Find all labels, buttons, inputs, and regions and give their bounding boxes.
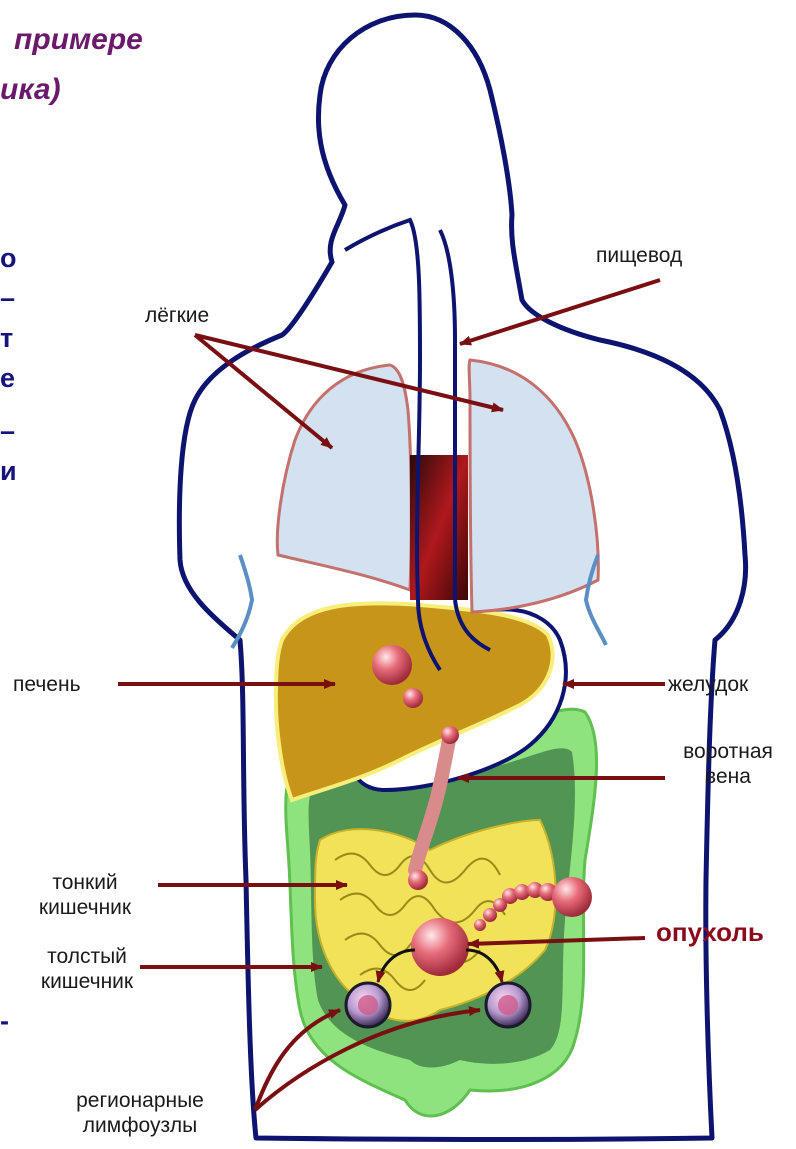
liver-metastasis-1 — [372, 645, 412, 685]
label-small-intestine-line-1: тонкий — [18, 870, 152, 895]
lung-left — [277, 365, 411, 590]
label-portal-vein-line-2: вена — [665, 764, 791, 789]
label-liver: печень — [13, 672, 81, 697]
label-portal-vein-line-1: воротная — [665, 739, 791, 764]
label-esophagus: пищевод — [596, 243, 682, 268]
distant-metastasis — [552, 877, 592, 917]
arrow-esophagus — [460, 280, 660, 344]
label-lymph-nodes-line-1: регионарные — [45, 1088, 235, 1113]
tumor — [411, 918, 469, 976]
label-small-intestine-line-2: кишечник — [18, 895, 152, 920]
label-portal-vein: воротная вена — [665, 739, 791, 789]
lung-right — [469, 360, 598, 612]
label-stomach: желудок — [668, 672, 748, 697]
label-lungs: лёгкие — [145, 303, 209, 328]
label-lymph-nodes: регионарные лимфоузлы — [45, 1088, 235, 1138]
label-tumor: опухоль — [656, 920, 764, 945]
label-large-intestine-line-2: кишечник — [20, 969, 154, 994]
label-lymph-nodes-line-2: лимфоузлы — [45, 1113, 235, 1138]
liver-metastasis-2 — [403, 688, 423, 708]
label-large-intestine: толстый кишечник — [20, 944, 154, 994]
label-small-intestine: тонкий кишечник — [18, 870, 152, 920]
label-large-intestine-line-1: толстый — [20, 944, 154, 969]
